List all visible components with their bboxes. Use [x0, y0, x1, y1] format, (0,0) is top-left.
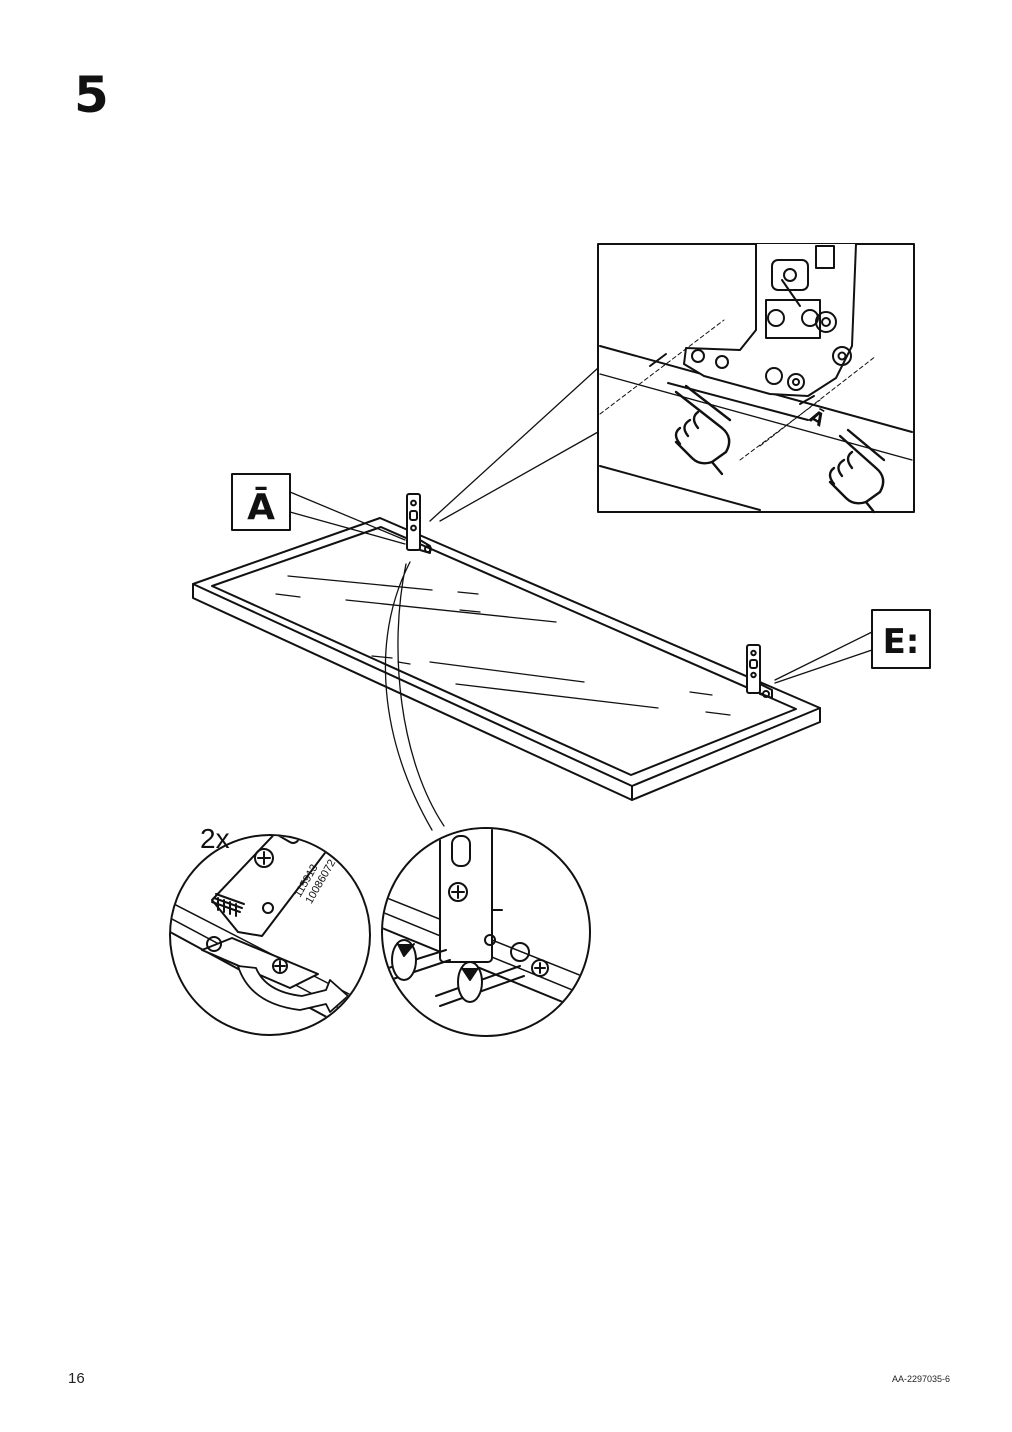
rotate-arrow-icon — [237, 965, 349, 1013]
door-panel — [192, 517, 821, 801]
hinge-icon — [746, 644, 773, 699]
part-label-a-box — [231, 473, 406, 545]
pointing-hand-icon — [674, 384, 732, 476]
part-label-a: Ā — [247, 486, 275, 528]
pointing-hand-icon — [828, 428, 886, 514]
detail-circle-mounting — [169, 834, 371, 1036]
step-number: 5 — [74, 66, 109, 124]
quantity-label: 2x — [200, 823, 230, 854]
hinge-icon — [683, 243, 857, 397]
document-code: AA-2297035-6 — [891, 1374, 950, 1384]
hinge-icon — [406, 493, 432, 554]
page-number: 16 — [68, 1370, 85, 1387]
detail-circle-adjust — [381, 827, 591, 1037]
part-label-e-box — [774, 609, 931, 684]
detail-inset — [429, 243, 915, 522]
part-label-e: E: — [883, 622, 920, 662]
